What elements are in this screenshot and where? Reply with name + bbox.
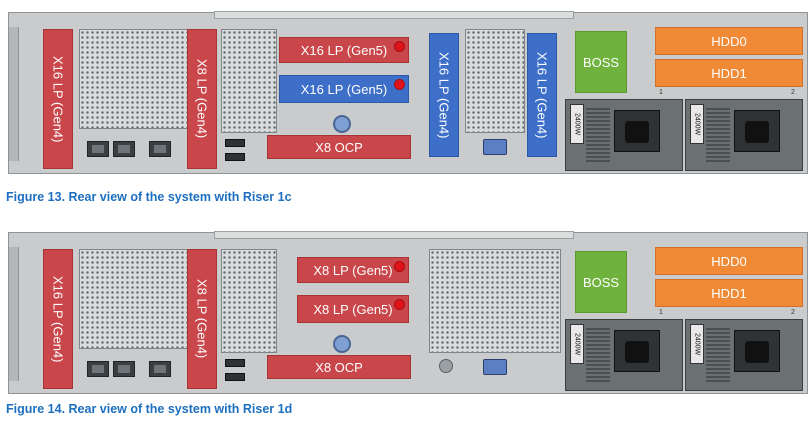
network-port-icon [149,141,171,157]
power-socket-icon [614,110,660,152]
vga-port-icon [483,139,507,155]
power-supply-1: 2400W [565,99,683,171]
network-port-icon [113,361,135,377]
slot-x16-lp-gen4-center-a: X16 LP (Gen4) [429,33,459,157]
boss-module: BOSS [575,31,627,93]
power-socket-icon [734,330,780,372]
hdd1-bay: HDD1 [655,59,803,87]
figure-caption: Figure 14. Rear view of the system with … [6,402,293,416]
vga-port-icon [483,359,507,375]
network-port-icon [113,141,135,157]
slot-x16-lp-gen4-left: X16 LP (Gen4) [43,29,73,169]
slot-x8-lp-gen4: X8 LP (Gen4) [187,29,217,169]
psu-vent [586,106,610,164]
psu-wattage-label: 2400W [690,104,704,144]
power-socket-icon [614,330,660,372]
slot-ocp: X8 OCP [267,135,411,159]
psu-wattage-label: 2400W [690,324,704,364]
chassis-left-ear [9,247,19,381]
power-supply-1: 2400W [565,319,683,391]
bay-number-2: 2 [791,89,795,96]
psu-wattage-label: 2400W [570,104,584,144]
slot-top-riser: X8 LP (Gen5) [297,257,409,283]
power-supply-2: 2400W [685,99,803,171]
usb-port-icon [225,373,245,381]
usb-port-icon [225,359,245,367]
slot-ocp: X8 OCP [267,355,411,379]
vent-grid-left [79,29,189,129]
vent-grid-riser-left [221,29,277,133]
slot-x8-lp-gen4: X8 LP (Gen4) [187,249,217,389]
bay-number-1: 1 [659,309,663,316]
figure-caption: Figure 13. Rear view of the system with … [6,190,292,204]
slot-top-riser: X16 LP (Gen5) [279,37,409,63]
indicator-dot [394,41,405,52]
usb-port-icon [225,139,245,147]
slot-lower-riser: X16 LP (Gen5) [279,75,409,103]
server-chassis-rear: X16 LP (Gen4) X8 LP (Gen4) X8 LP (Gen5) … [8,231,808,394]
psu-vent [706,106,730,164]
power-socket-icon [734,110,780,152]
network-port-icon [87,141,109,157]
psu-vent [706,326,730,384]
psu-wattage-label: 2400W [570,324,584,364]
hdd0-bay: HDD0 [655,27,803,55]
power-supply-2: 2400W [685,319,803,391]
vent-grid-left [79,249,189,349]
network-port-icon [87,361,109,377]
server-chassis-rear: X16 LP (Gen4) X8 LP (Gen4) X16 LP (Gen5)… [8,11,808,174]
slot-x16-lp-gen4-left: X16 LP (Gen4) [43,249,73,389]
slot-x16-lp-gen4-center-b: X16 LP (Gen4) [527,33,557,157]
boss-module: BOSS [575,251,627,313]
thumbscrew-icon [333,335,351,353]
screw-icon [439,359,453,373]
chassis-top-rail [214,11,574,19]
indicator-dot [394,79,405,90]
psu-vent [586,326,610,384]
indicator-dot [394,299,405,310]
usb-port-icon [225,153,245,161]
hdd1-bay: HDD1 [655,279,803,307]
vent-grid-center [465,29,525,133]
vent-grid-riser-left [221,249,277,353]
chassis-top-rail [214,231,574,239]
vent-grid-center [429,249,561,353]
chassis-left-ear [9,27,19,161]
slot-lower-riser: X8 LP (Gen5) [297,295,409,323]
bay-number-1: 1 [659,89,663,96]
hdd0-bay: HDD0 [655,247,803,275]
bay-number-2: 2 [791,309,795,316]
network-port-icon [149,361,171,377]
thumbscrew-icon [333,115,351,133]
indicator-dot [394,261,405,272]
